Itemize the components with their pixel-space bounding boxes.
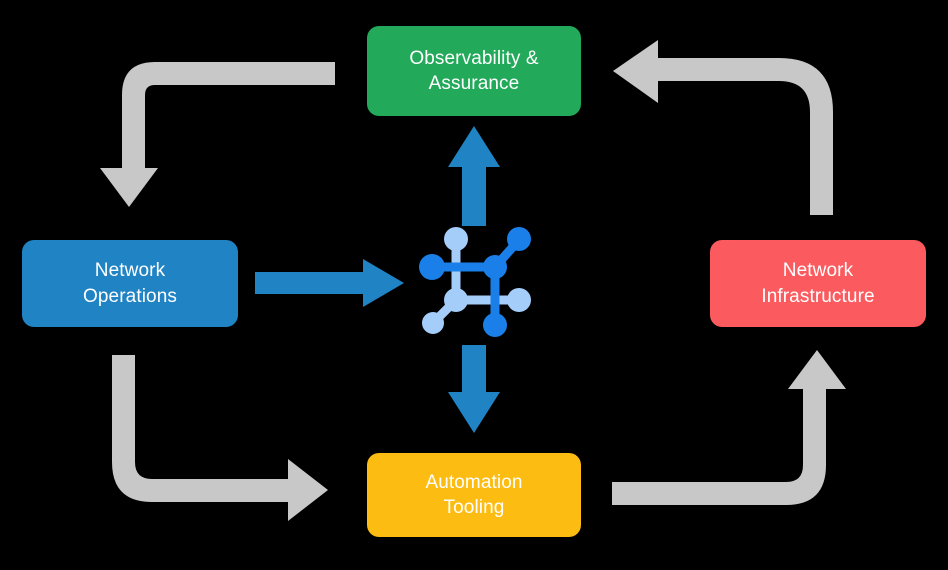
arrow-center-to-automation (448, 345, 500, 433)
arrow-automation-to-infrastructure (612, 350, 846, 505)
arrow-center-to-observability (448, 126, 500, 226)
node-label-infrastructure: Network Infrastructure (761, 260, 875, 307)
node-observability-assurance[interactable]: Observability & Assurance (367, 26, 581, 116)
topology-nodes-secondary (422, 227, 531, 334)
topology-nodes-primary (419, 227, 531, 337)
node-label-observability: Observability & Assurance (409, 47, 539, 94)
arrow-infrastructure-to-observability (613, 40, 833, 215)
node-label-automation: Automation Tooling (425, 471, 523, 518)
arrow-operations-to-center (255, 259, 404, 307)
arrow-observability-to-operations (100, 62, 335, 207)
arrow-operations-to-automation (112, 355, 328, 521)
node-automation-tooling[interactable]: Automation Tooling (367, 453, 581, 537)
node-network-operations[interactable]: Network Operations (22, 240, 238, 327)
network-topology-icon (419, 227, 531, 337)
node-label-operations: Network Operations (83, 260, 177, 307)
node-network-infrastructure[interactable]: Network Infrastructure (710, 240, 926, 327)
